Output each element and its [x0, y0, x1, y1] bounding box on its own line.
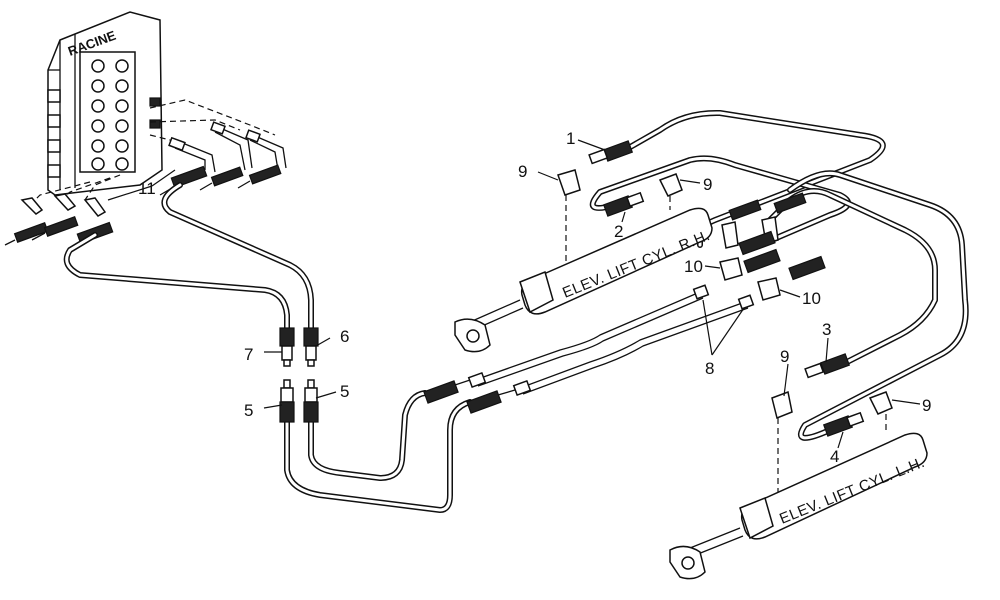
callout-10-left: 10	[684, 257, 703, 276]
lh-lift-cylinder	[669, 432, 928, 580]
control-valve	[47, 11, 163, 196]
callout-5-left: 5	[244, 401, 253, 420]
callout-numbers: 1 2 3 4 5 5 6 7 8 9 9 9 9 10 10 11	[138, 129, 931, 466]
callout-5-right: 5	[340, 382, 349, 401]
callout-1: 1	[566, 129, 575, 148]
quick-couplers	[279, 327, 319, 423]
rh-lift-cylinder	[454, 207, 713, 353]
callout-10-right: 10	[802, 289, 821, 308]
callout-4: 4	[830, 447, 839, 466]
steel-tubes	[423, 284, 755, 414]
callout-6: 6	[340, 327, 349, 346]
elbow-fittings	[557, 169, 893, 497]
callout-9-rh-right: 9	[703, 175, 712, 194]
callout-9-lh-right: 9	[922, 396, 931, 415]
callout-3: 3	[822, 320, 831, 339]
callout-9-rh-top: 9	[518, 162, 527, 181]
callout-8: 8	[705, 359, 714, 378]
hoses	[63, 109, 969, 513]
leader-lines	[107, 139, 921, 449]
callout-7: 7	[244, 345, 253, 364]
hose-end-fittings	[588, 140, 865, 437]
callout-2: 2	[614, 222, 623, 241]
callout-9-lh-top: 9	[780, 347, 789, 366]
callout-11: 11	[138, 179, 156, 198]
tee-fittings	[719, 192, 826, 301]
